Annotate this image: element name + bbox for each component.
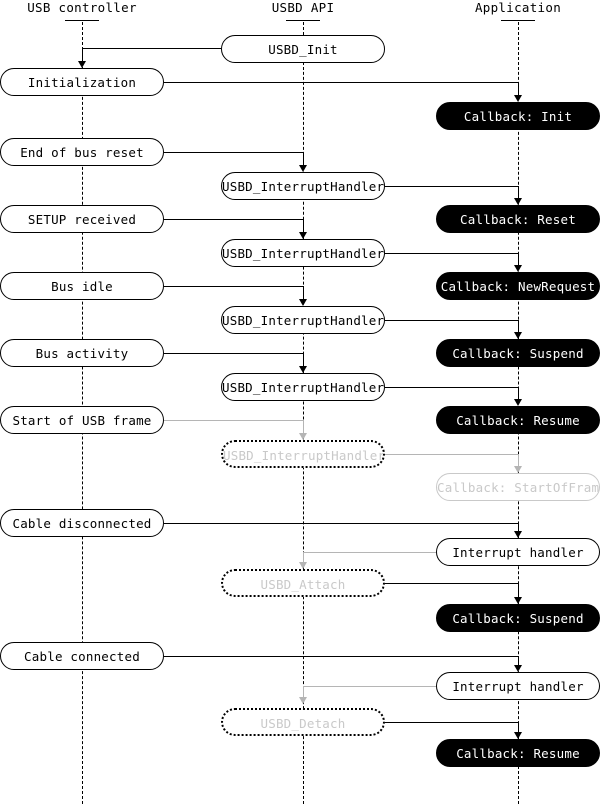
connector-setup-drop: [303, 219, 304, 232]
arrow-to-callback-resume-2: [514, 732, 522, 739]
node-setup-received[interactable]: SETUP received: [0, 205, 164, 233]
connector-busreset-to-api: [164, 152, 303, 153]
node-bus-activity[interactable]: Bus activity: [0, 339, 164, 367]
connector-irq4-to-application: [385, 387, 518, 388]
node-cable-connected[interactable]: Cable connected: [0, 642, 164, 670]
arrow-to-irq-handler-2: [299, 232, 307, 239]
column-header-application: Application: [474, 0, 562, 15]
arrow-to-interrupt-handler-1: [514, 531, 522, 538]
node-callback-init[interactable]: Callback: Init: [436, 102, 600, 130]
connector-startofframe-to-api: [164, 420, 303, 421]
arrow-to-callback-reset: [514, 198, 522, 205]
connector-busidle-drop: [303, 286, 304, 299]
connector-busreset-drop: [303, 152, 304, 165]
node-interrupt-handler-1[interactable]: Interrupt handler: [436, 538, 600, 566]
arrow-to-irq-handler-1: [299, 165, 307, 172]
connector-interrupthandler1-drop: [303, 552, 304, 562]
connector-usbddetach-to-application: [385, 722, 518, 723]
node-irq-handler-5-ghost[interactable]: USBD_InterruptHandler: [221, 440, 385, 468]
node-bus-idle[interactable]: Bus idle: [0, 272, 164, 300]
connector-usbd-init-drop: [82, 48, 83, 61]
connector-usbd-init-to-controller: [82, 48, 221, 49]
connector-usbddetach-drop: [518, 722, 519, 732]
connector-irq1-drop: [518, 186, 519, 198]
node-usbd-attach-ghost[interactable]: USBD_Attach: [221, 569, 385, 597]
connector-irq5-to-application: [385, 454, 518, 455]
node-interrupt-handler-2[interactable]: Interrupt handler: [436, 672, 600, 700]
node-end-of-bus-reset[interactable]: End of bus reset: [0, 138, 164, 166]
connector-irq2-drop: [518, 253, 519, 265]
connector-startofframe-drop: [303, 420, 304, 433]
connector-irq4-drop: [518, 387, 519, 399]
arrow-to-irq-handler-5-ghost: [299, 433, 307, 440]
connector-cableconnected-to-application: [164, 656, 518, 657]
node-callback-resume-2[interactable]: Callback: Resume: [436, 739, 600, 767]
node-irq-handler-3[interactable]: USBD_InterruptHandler: [221, 306, 385, 334]
node-callback-newrequest[interactable]: Callback: NewRequest: [436, 272, 600, 300]
column-tick-application: [501, 20, 535, 21]
arrow-to-irq-handler-3: [299, 299, 307, 306]
arrow-to-irq-handler-4: [299, 366, 307, 373]
arrow-to-callback-init: [514, 95, 522, 102]
connector-initialization-to-application: [164, 82, 518, 83]
arrow-to-callback-resume-1: [514, 399, 522, 406]
column-tick-usbd-api: [286, 20, 320, 21]
node-irq-handler-4[interactable]: USBD_InterruptHandler: [221, 373, 385, 401]
column-tick-usb-controller: [65, 20, 99, 21]
node-callback-startofframe[interactable]: Callback: StartOfFrame: [436, 473, 600, 501]
node-usbd-init[interactable]: USBD_Init: [221, 35, 385, 63]
node-initialization[interactable]: Initialization: [0, 68, 164, 96]
connector-interrupthandler2-drop: [303, 686, 304, 697]
node-start-of-usb-frame[interactable]: Start of USB frame: [0, 406, 164, 434]
connector-irq3-to-application: [385, 320, 518, 321]
node-callback-resume-1[interactable]: Callback: Resume: [436, 406, 600, 434]
column-header-usb-controller: USB controller: [27, 0, 137, 15]
connector-busactivity-drop: [303, 353, 304, 366]
connector-usbdattach-to-application: [385, 583, 518, 584]
node-usbd-detach-ghost[interactable]: USBD_Detach: [221, 708, 385, 736]
node-callback-suspend-1[interactable]: Callback: Suspend: [436, 339, 600, 367]
connector-irq1-to-application: [385, 186, 518, 187]
node-callback-suspend-2[interactable]: Callback: Suspend: [436, 604, 600, 632]
connector-irq3-drop: [518, 320, 519, 332]
column-header-usbd-api: USBD API: [271, 0, 335, 15]
node-irq-handler-2[interactable]: USBD_InterruptHandler: [221, 239, 385, 267]
connector-busactivity-to-api: [164, 353, 303, 354]
node-callback-reset[interactable]: Callback: Reset: [436, 205, 600, 233]
connector-cabledisconnected-to-application: [164, 523, 518, 524]
lifeline-usbd-api: [303, 22, 304, 804]
arrow-to-usbd-attach-ghost: [299, 562, 307, 569]
arrow-to-callback-newrequest: [514, 265, 522, 272]
connector-setup-to-api: [164, 219, 303, 220]
arrow-to-callback-suspend-2: [514, 597, 522, 604]
arrow-to-callback-suspend-1: [514, 332, 522, 339]
connector-usbdattach-drop: [518, 583, 519, 597]
arrow-to-callback-startofframe: [514, 466, 522, 473]
connector-cabledisconnected-drop: [518, 523, 519, 531]
connector-initialization-drop: [518, 82, 519, 95]
arrow-to-initialization: [78, 61, 86, 68]
connector-interrupthandler1-to-api: [303, 552, 436, 553]
node-irq-handler-1[interactable]: USBD_InterruptHandler: [221, 172, 385, 200]
connector-interrupthandler2-to-api: [303, 686, 436, 687]
connector-irq5-drop: [518, 454, 519, 466]
connector-irq2-to-application: [385, 253, 518, 254]
arrow-to-interrupt-handler-2: [514, 665, 522, 672]
arrow-to-usbd-detach-ghost: [299, 697, 307, 704]
connector-cableconnected-drop: [518, 656, 519, 665]
connector-busidle-to-api: [164, 286, 303, 287]
node-cable-disconnected[interactable]: Cable disconnected: [0, 509, 164, 537]
